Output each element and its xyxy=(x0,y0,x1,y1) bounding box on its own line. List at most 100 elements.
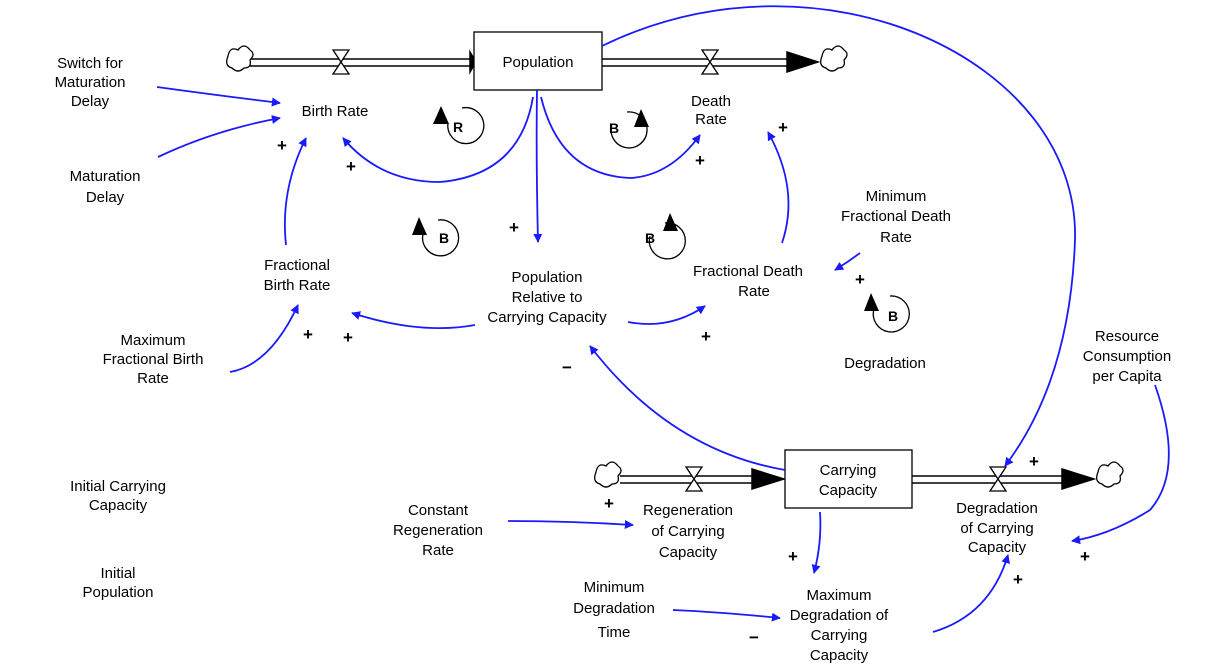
min-fractional-death-rate-label[interactable]: Minimum Fractional Death Rate xyxy=(841,188,951,246)
population-relative-label[interactable]: Population Relative to Carrying Capacity xyxy=(487,269,607,326)
link-relative-to-fractional-birth[interactable] xyxy=(351,311,476,330)
svg-text:Death: Death xyxy=(691,93,731,110)
resource-consumption-label[interactable]: Resource Consumption per Capita xyxy=(1083,328,1171,385)
polarity-plus: + xyxy=(788,547,798,566)
svg-text:B: B xyxy=(888,308,898,324)
svg-text:Fractional Birth: Fractional Birth xyxy=(103,351,204,368)
polarity-plus: + xyxy=(303,325,313,344)
population-outflow-pipe xyxy=(602,50,821,74)
switch-maturation-label[interactable]: Switch for Maturation Delay xyxy=(55,55,126,110)
svg-text:Initial: Initial xyxy=(100,565,135,582)
birth-rate-label[interactable]: Birth Rate xyxy=(302,103,369,120)
svg-text:Maturation: Maturation xyxy=(70,168,141,185)
cloud-source-icon xyxy=(594,461,622,488)
carrying-capacity-label-1: Carrying xyxy=(820,462,877,479)
svg-text:Maximum: Maximum xyxy=(120,332,185,349)
svg-text:Fractional: Fractional xyxy=(264,257,330,274)
svg-text:Delay: Delay xyxy=(86,189,125,206)
fractional-birth-rate-label[interactable]: Fractional Birth Rate xyxy=(264,257,331,294)
death-rate-label[interactable]: Death Rate xyxy=(691,93,731,128)
link-max-fractional-birth-to-fractional-birth[interactable] xyxy=(229,304,299,373)
link-population-to-degradation[interactable] xyxy=(601,5,1076,467)
loop-indicator-balancing: B xyxy=(412,217,460,257)
initial-carrying-capacity-label[interactable]: Initial Carrying Capacity xyxy=(70,478,166,514)
svg-text:Delay: Delay xyxy=(71,93,110,110)
svg-text:Minimum: Minimum xyxy=(584,579,645,596)
link-fractional-birth-to-birth-rate[interactable] xyxy=(283,137,307,246)
svg-text:Capacity: Capacity xyxy=(659,544,718,561)
svg-text:of Carrying: of Carrying xyxy=(960,520,1033,537)
valve-icon[interactable] xyxy=(684,466,704,492)
loop-indicator-balancing: B xyxy=(864,293,910,333)
svg-text:per Capita: per Capita xyxy=(1092,368,1162,385)
capacity-inflow-pipe xyxy=(620,467,787,491)
valve-icon[interactable] xyxy=(988,466,1008,492)
max-fractional-birth-rate-label[interactable]: Maximum Fractional Birth Rate xyxy=(103,332,204,387)
svg-text:Capacity: Capacity xyxy=(810,647,869,664)
link-min-degradation-to-max-degradation[interactable] xyxy=(672,609,781,622)
population-stock[interactable]: Population xyxy=(473,31,603,91)
fractional-death-rate-label[interactable]: Fractional Death Rate xyxy=(693,263,803,300)
svg-text:Switch for: Switch for xyxy=(57,55,123,72)
svg-text:Relative to: Relative to xyxy=(512,289,583,306)
svg-text:Initial Carrying: Initial Carrying xyxy=(70,478,166,495)
minimum-degradation-time-label[interactable]: Minimum Degradation Time xyxy=(573,579,655,641)
carrying-capacity-stock[interactable]: Carrying Capacity xyxy=(784,449,913,509)
regeneration-flow-label[interactable]: Regeneration of Carrying Capacity xyxy=(643,502,733,561)
max-degradation-label[interactable]: Maximum Degradation of Carrying Capacity xyxy=(790,587,889,664)
link-relative-to-fractional-death[interactable] xyxy=(627,305,706,325)
svg-text:Rate: Rate xyxy=(880,229,912,246)
degradation-flow-label[interactable]: Degradation of Carrying Capacity xyxy=(956,500,1038,556)
svg-text:Regeneration: Regeneration xyxy=(643,502,733,519)
svg-text:Regeneration: Regeneration xyxy=(393,522,483,539)
link-population-to-death-rate[interactable] xyxy=(540,96,701,179)
svg-text:B: B xyxy=(645,230,655,246)
link-switch-to-birth-rate[interactable] xyxy=(156,86,281,107)
maturation-delay-label[interactable]: Maturation Delay xyxy=(70,168,141,206)
valve-icon[interactable] xyxy=(331,49,351,75)
link-population-to-birth-rate[interactable] xyxy=(342,96,534,183)
link-maturation-delay-to-birth-rate[interactable] xyxy=(157,115,281,158)
polarity-plus: + xyxy=(346,157,356,176)
initial-population-label[interactable]: Initial Population xyxy=(83,565,154,601)
link-population-to-relative[interactable] xyxy=(533,89,543,243)
svg-text:Maximum: Maximum xyxy=(806,587,871,604)
link-fractional-death-to-death-rate[interactable] xyxy=(767,131,790,244)
svg-text:Fractional Death: Fractional Death xyxy=(841,208,951,225)
svg-text:R: R xyxy=(453,119,463,135)
polarity-minus: − xyxy=(749,628,759,647)
loop-indicator-balancing: B xyxy=(609,109,649,149)
svg-text:Carrying: Carrying xyxy=(811,627,868,644)
svg-text:Minimum: Minimum xyxy=(866,188,927,205)
svg-text:B: B xyxy=(439,230,449,246)
polarity-plus: + xyxy=(1013,570,1023,589)
link-constant-regeneration-to-regeneration[interactable] xyxy=(507,519,634,529)
link-capacity-to-max-degradation[interactable] xyxy=(811,511,822,574)
svg-text:Rate: Rate xyxy=(695,111,727,128)
constant-regeneration-rate-label[interactable]: Constant Regeneration Rate xyxy=(393,502,483,559)
link-resource-to-degradation[interactable] xyxy=(1071,384,1170,545)
loop-indicator-reinforcing: R xyxy=(433,106,485,145)
svg-text:of Carrying: of Carrying xyxy=(651,523,724,540)
polarity-plus: + xyxy=(509,218,519,237)
svg-text:Carrying Capacity: Carrying Capacity xyxy=(487,309,607,326)
svg-text:Capacity: Capacity xyxy=(89,497,148,514)
link-min-fractional-death-to-fractional-death[interactable] xyxy=(834,252,861,271)
polarity-plus: + xyxy=(604,494,614,513)
valve-icon[interactable] xyxy=(700,49,720,75)
link-capacity-to-relative[interactable] xyxy=(589,345,786,471)
svg-text:Birth Rate: Birth Rate xyxy=(264,277,331,294)
degradation-loop-label: Degradation xyxy=(844,355,926,372)
link-max-degradation-to-degradation[interactable] xyxy=(932,554,1010,633)
svg-text:Rate: Rate xyxy=(422,542,454,559)
polarity-minus: − xyxy=(562,358,572,377)
polarity-plus: + xyxy=(343,328,353,347)
svg-text:Time: Time xyxy=(598,624,631,641)
polarity-plus: + xyxy=(701,327,711,346)
cloud-sink-icon xyxy=(820,45,848,72)
polarity-plus: + xyxy=(1029,452,1039,471)
polarity-plus: + xyxy=(855,270,865,289)
cloud-sink-icon xyxy=(1096,461,1124,488)
svg-text:Population: Population xyxy=(512,269,583,286)
